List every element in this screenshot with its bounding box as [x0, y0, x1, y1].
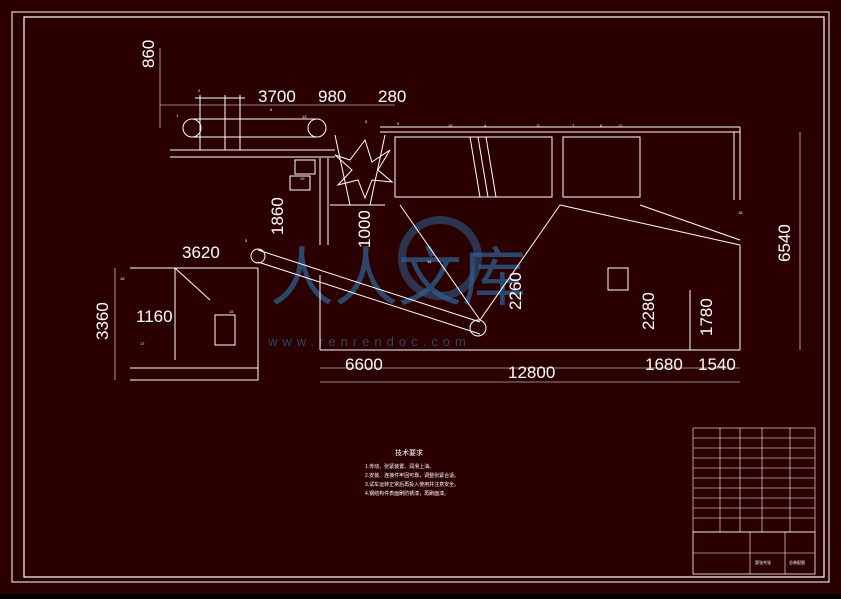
watermark-logo-text: 人人文库 — [270, 242, 526, 314]
balloon: 6 — [270, 107, 273, 112]
bin-slope — [174, 267, 211, 301]
drive-pulley-right — [307, 118, 327, 138]
motor-upper — [294, 159, 316, 175]
vertical-motor — [607, 267, 629, 291]
machine-linework — [130, 95, 741, 381]
notes-line: 2.安装、连接件牢固可靠，调整张紧合适。 — [365, 472, 459, 479]
crusher-chute-left — [334, 134, 351, 206]
screen-diag-1 — [469, 136, 481, 198]
dim-1160: 1160 — [136, 307, 173, 326]
parts-list — [692, 427, 816, 533]
balloon: 5 — [365, 119, 368, 124]
balloon: 17 — [140, 341, 145, 346]
balloon: 12 — [618, 123, 623, 128]
hopper-left-wall — [399, 204, 481, 321]
notes-title: 技术要求 — [395, 448, 423, 457]
balloon: 3 — [245, 238, 248, 243]
dim-860: 860 — [139, 40, 158, 68]
motor-upper-2 — [289, 175, 311, 191]
hopper-right-outer — [559, 204, 741, 246]
dimension-labels: 860 3700 980 280 1860 1000 3620 2260 654… — [93, 40, 794, 382]
title-block: 总装配图 第张共张 — [692, 531, 816, 575]
drive-pulley-left — [182, 118, 202, 138]
screen-diag-3 — [485, 136, 497, 198]
inclined-belt-bottom — [257, 261, 481, 335]
balloon: 10 — [448, 123, 453, 128]
balloon: 2 — [198, 88, 201, 93]
balloon: 4 — [484, 123, 487, 128]
dim-1780: 1780 — [697, 298, 716, 336]
balloon: 8 — [600, 123, 603, 128]
balloon: 9 — [397, 121, 400, 126]
dim-1000: 1000 — [355, 210, 374, 248]
hopper-right-outer-2 — [639, 204, 741, 241]
dim-3360: 3360 — [93, 302, 112, 340]
dim-280: 280 — [378, 87, 406, 106]
dim-980: 980 — [318, 87, 346, 106]
screen-diag-2 — [477, 136, 489, 198]
screen-box-2 — [562, 136, 641, 198]
dim-3700: 3700 — [258, 87, 296, 106]
watermark: 人人文库 www.renrendoc.com — [267, 216, 526, 349]
balloon: 16 — [120, 276, 125, 281]
notes-line: 1.传动、张紧装置、润滑上油。 — [365, 463, 434, 470]
crusher-chute-right — [369, 134, 386, 206]
dim-6600: 6600 — [345, 355, 383, 374]
notes-line: 3.试车运转正常后再投入使用并注意安全。 — [365, 481, 459, 488]
outer-border — [11, 11, 830, 583]
conveyor-tail-pulley — [469, 319, 487, 337]
balloon: 11 — [536, 123, 541, 128]
bin-motor — [214, 314, 236, 346]
notes-line: 4.钢结构件表面刷防锈漆，再刷面漆。 — [365, 490, 449, 497]
balloon: 13 — [302, 114, 307, 119]
dim-1680: 1680 — [645, 355, 683, 374]
dim-1540: 1540 — [698, 355, 736, 374]
dim-2260: 2260 — [506, 272, 525, 310]
sheet-label: 第张共张 — [755, 559, 771, 565]
dim-3620: 3620 — [182, 243, 220, 262]
conveyor-head-pulley — [250, 248, 266, 264]
inclined-belt-top — [257, 249, 481, 323]
technical-notes: 技术要求 1.传动、张紧装置、润滑上油。 2.安装、连接件牢固可靠，调整张紧合适… — [365, 448, 459, 497]
balloon: 14 — [427, 259, 432, 264]
balloon: 15 — [229, 309, 234, 314]
balloon: 18 — [738, 210, 743, 215]
drawing-title: 总装配图 — [789, 559, 805, 565]
inner-border — [23, 16, 825, 578]
dim-12800: 12800 — [508, 363, 555, 382]
screen-box-1 — [394, 136, 553, 198]
balloon: 7 — [572, 123, 575, 128]
watermark-url: www.renrendoc.com — [267, 334, 471, 349]
dimension-lines — [114, 48, 801, 383]
dim-2280: 2280 — [639, 292, 658, 330]
watermark-logo-ring — [398, 216, 482, 300]
dim-6540: 6540 — [775, 224, 794, 262]
crusher-rotor — [334, 138, 394, 200]
dim-1860: 1860 — [268, 197, 287, 235]
balloon: 1 — [176, 113, 179, 118]
hopper-right-wall — [479, 204, 561, 321]
balloon: 19 — [300, 176, 305, 181]
part-balloons: 1 2 3 4 5 6 7 8 9 10 11 12 13 14 15 16 1… — [120, 88, 743, 346]
